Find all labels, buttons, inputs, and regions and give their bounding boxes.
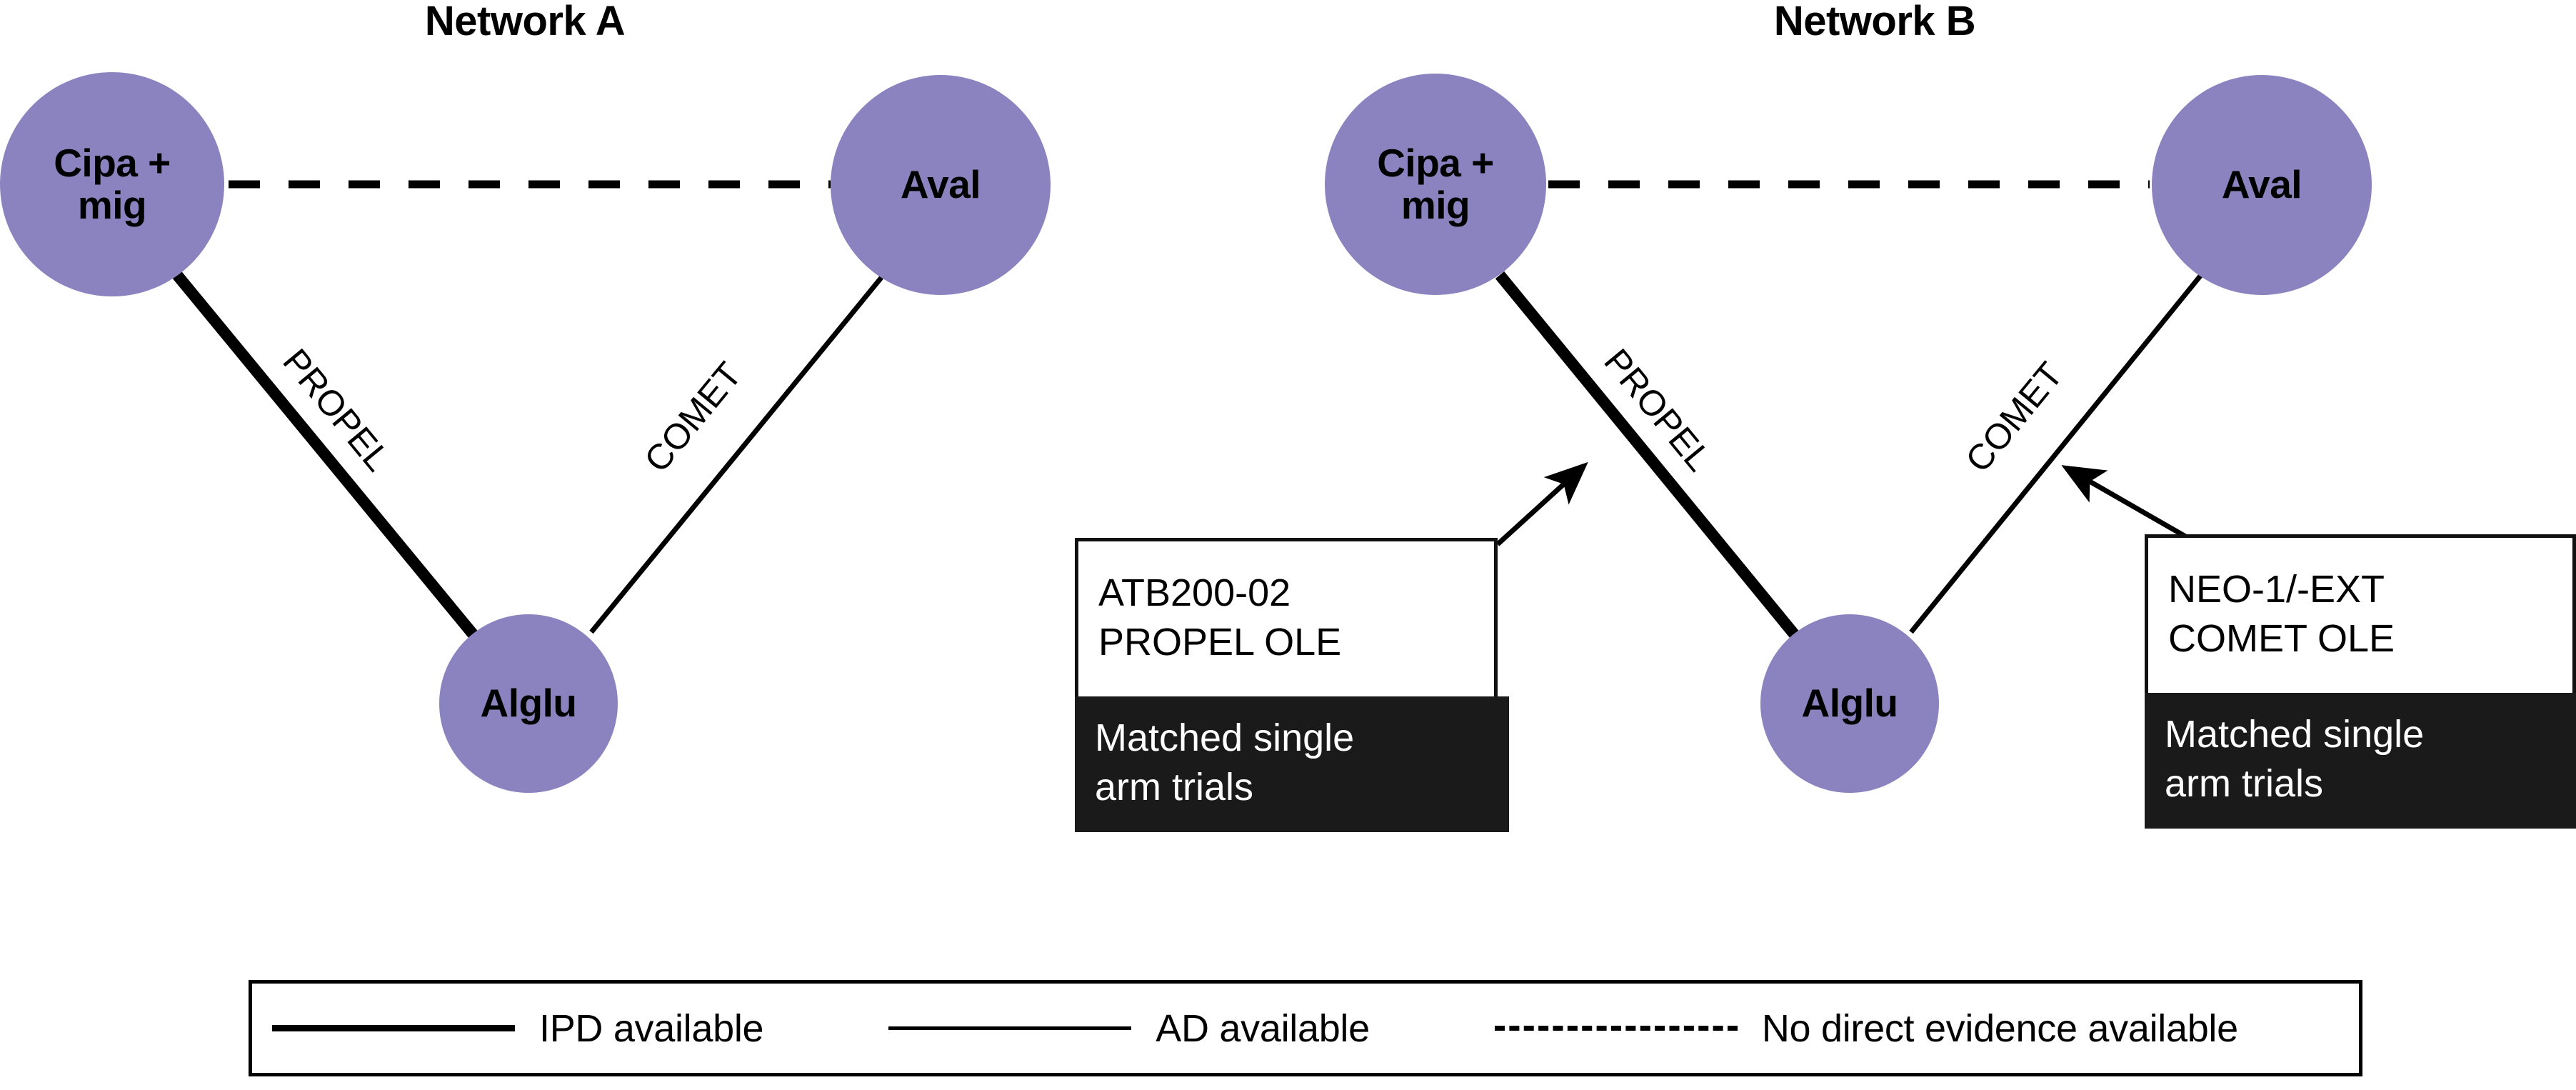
- legend-item-ipd: IPD available: [272, 1006, 764, 1051]
- node-a-cipa-mig[interactable]: Cipa + mig: [0, 72, 224, 296]
- legend-row: IPD available AD available No direct evi…: [252, 984, 2359, 1073]
- callout-comet-ole: NEO-1/-EXT COMET OLE Matched single arm …: [2145, 534, 2576, 829]
- callout-propel-body: Matched single arm trials: [1075, 696, 1509, 832]
- node-b-cipa-mig-label-line1: Cipa +: [1377, 140, 1494, 185]
- node-b-aval[interactable]: Aval: [2152, 75, 2372, 295]
- node-a-alglu[interactable]: Alglu: [439, 614, 618, 793]
- callout-propel-head-line1: ATB200-02: [1098, 571, 1291, 614]
- node-b-alglu-label: Alglu: [1801, 681, 1898, 726]
- callout-propel-head-line2: PROPEL OLE: [1098, 621, 1342, 664]
- callout-arrow-comet: [2061, 465, 2188, 540]
- callout-comet-head: NEO-1/-EXT COMET OLE: [2145, 534, 2576, 693]
- edge-a-aval-alglu-comet: [589, 273, 886, 634]
- legend: IPD available AD available No direct evi…: [249, 980, 2362, 1076]
- callout-propel-ole: ATB200-02 PROPEL OLE Matched single arm …: [1075, 538, 1509, 832]
- callout-comet-head-line2: COMET OLE: [2168, 617, 2395, 661]
- callout-arrow-propel: [1495, 461, 1588, 546]
- node-b-aval-label: Aval: [2221, 162, 2302, 207]
- edge-a-cipa-alglu-propel: [172, 271, 479, 640]
- node-a-aval[interactable]: Aval: [831, 75, 1051, 295]
- edge-b-aval-alglu-comet: [1909, 273, 2203, 634]
- network-b-title: Network B: [1773, 0, 1976, 44]
- node-a-cipa-mig-label-line1: Cipa +: [54, 140, 171, 185]
- callout-propel-head: ATB200-02 PROPEL OLE: [1075, 538, 1498, 696]
- callout-propel-body-line1: Matched single: [1095, 716, 1355, 759]
- callout-comet-body-line1: Matched single: [2165, 713, 2425, 756]
- node-b-cipa-mig-label-line2: mig: [1400, 183, 1470, 227]
- legend-label-no-direct-evidence: No direct evidence available: [1761, 1006, 2238, 1050]
- callout-comet-body-line2: arm trials: [2165, 762, 2324, 806]
- legend-item-no-direct-evidence: No direct evidence available: [1494, 1006, 2238, 1051]
- node-a-cipa-mig-label-line2: mig: [77, 183, 147, 227]
- edge-b-cipa-alglu-propel: [1495, 271, 1800, 640]
- node-b-alglu[interactable]: Alglu: [1760, 614, 1939, 793]
- legend-label-ipd: IPD available: [539, 1006, 764, 1050]
- legend-swatch-dashed-line: [1494, 1026, 1738, 1031]
- legend-swatch-thick-solid-line: [272, 1025, 515, 1031]
- legend-swatch-thin-solid-line: [888, 1026, 1132, 1030]
- legend-item-ad: AD available: [888, 1006, 1370, 1051]
- callout-comet-head-line1: NEO-1/-EXT: [2168, 568, 2385, 611]
- legend-label-ad: AD available: [1156, 1006, 1370, 1050]
- callout-comet-body: Matched single arm trials: [2145, 693, 2576, 829]
- node-a-aval-label: Aval: [900, 162, 981, 207]
- node-a-alglu-label: Alglu: [480, 681, 577, 726]
- callout-propel-body-line2: arm trials: [1095, 766, 1254, 809]
- network-a-title: Network A: [424, 0, 626, 44]
- node-b-cipa-mig[interactable]: Cipa + mig: [1325, 74, 1546, 295]
